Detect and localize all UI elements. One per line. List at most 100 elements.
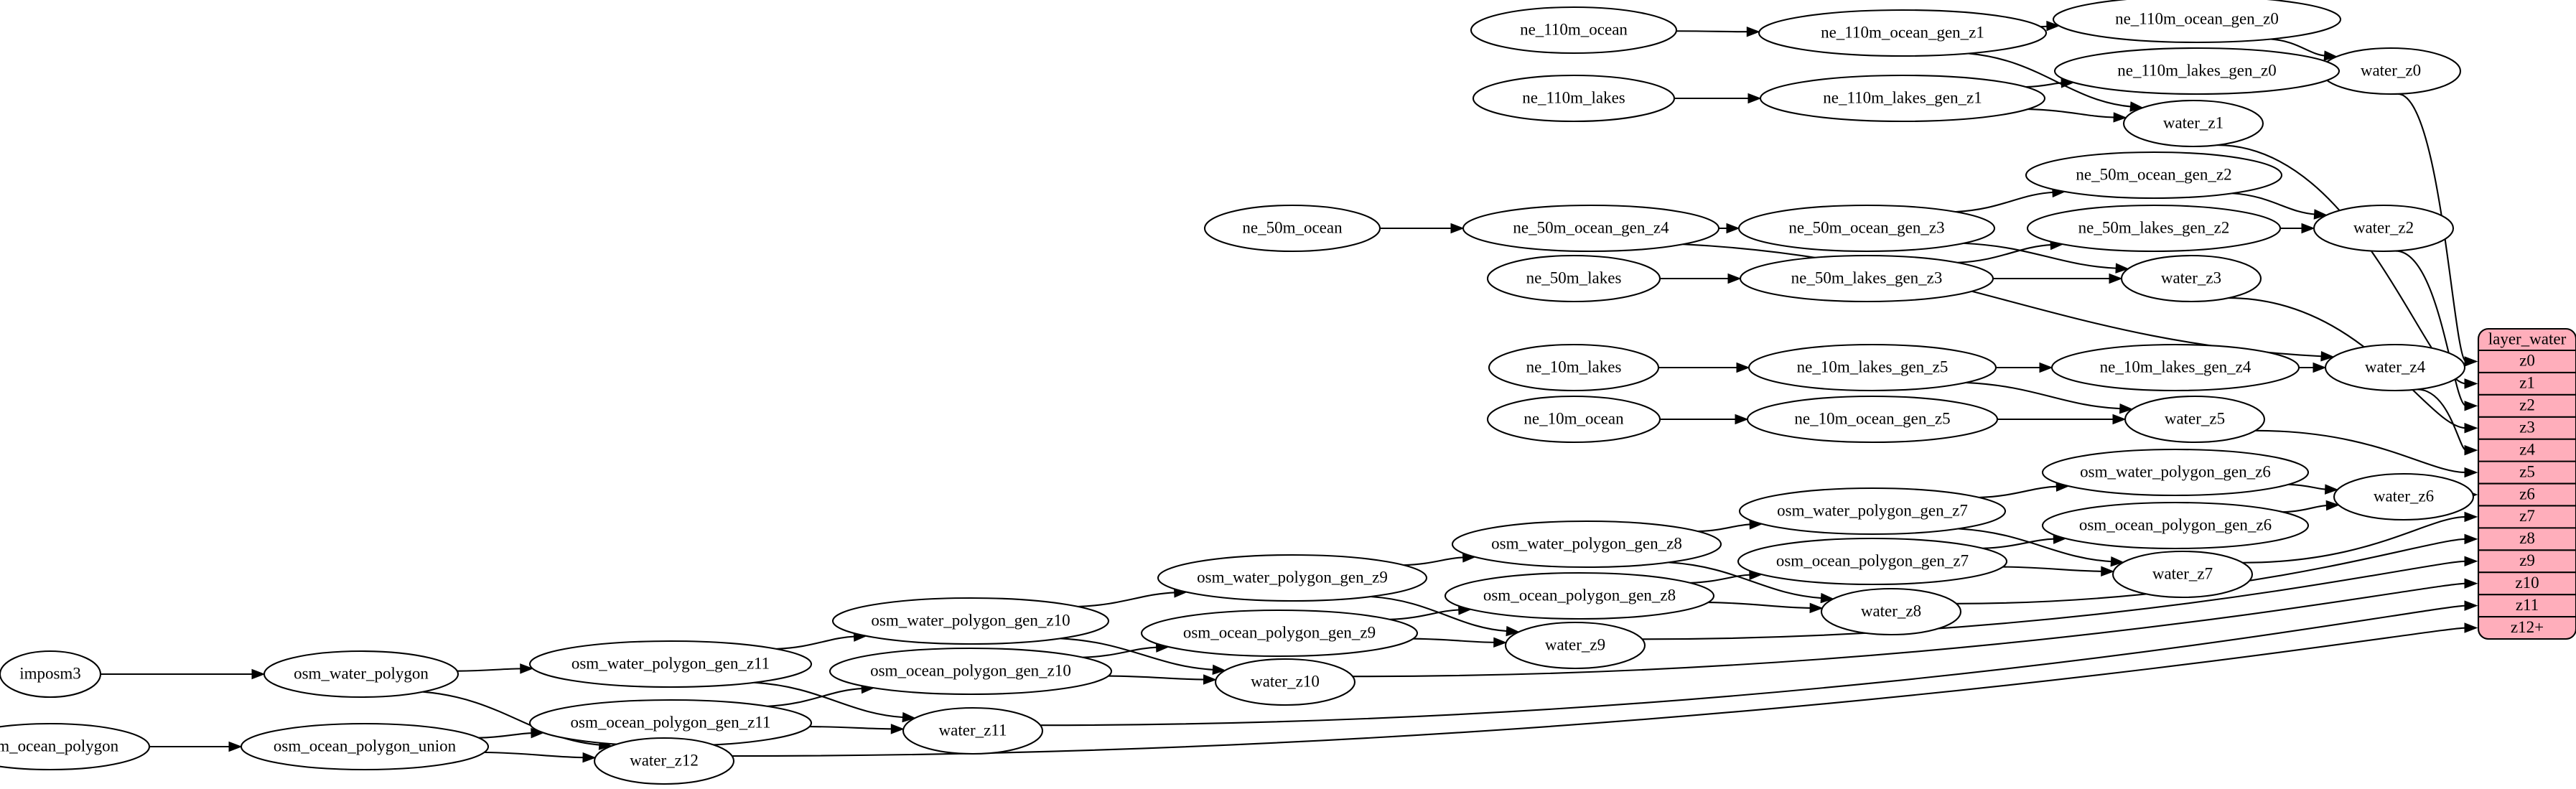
node-ne_10m_lakes_gen_z5[interactable]: ne_10m_lakes_gen_z5 bbox=[1747, 343, 1997, 392]
node-water_z9[interactable]: water_z9 bbox=[1504, 621, 1646, 670]
node-osm_ocean_polygon_gen_z8[interactable]: osm_ocean_polygon_gen_z8 bbox=[1444, 571, 1715, 620]
node-shape-water_z11[interactable] bbox=[902, 706, 1044, 755]
node-osm_ocean_polygon_gen_z7[interactable]: osm_ocean_polygon_gen_z7 bbox=[1737, 537, 2008, 586]
node-shape-ne_110m_ocean_gen_z1[interactable] bbox=[1758, 9, 2048, 57]
arrowhead-water_z2-to-layer_water-z2 bbox=[2464, 401, 2478, 411]
node-osm_ocean_polygon_union[interactable]: osm_ocean_polygon_union bbox=[240, 722, 490, 771]
edge-osm_ocean_polygon_gen_z10-to-water_z10 bbox=[1108, 675, 1205, 681]
node-ne_10m_ocean[interactable]: ne_10m_ocean bbox=[1486, 395, 1661, 444]
node-shape-ne_10m_ocean_gen_z5[interactable] bbox=[1746, 395, 1999, 444]
node-shape-water_z12[interactable] bbox=[593, 737, 735, 785]
node-shape-ne_110m_lakes[interactable] bbox=[1472, 74, 1676, 123]
node-shape-ne_50m_ocean_gen_z3[interactable] bbox=[1737, 204, 1996, 253]
node-shape-water_z2[interactable] bbox=[2313, 204, 2455, 253]
node-shape-ne_110m_ocean[interactable] bbox=[1470, 6, 1678, 55]
node-shape-ne_10m_lakes[interactable] bbox=[1488, 343, 1660, 392]
node-ne_110m_lakes[interactable]: ne_110m_lakes bbox=[1472, 74, 1676, 123]
node-water_z3[interactable]: water_z3 bbox=[2120, 254, 2262, 303]
node-shape-water_z10[interactable] bbox=[1214, 658, 1356, 706]
node-shape-water_z9[interactable] bbox=[1504, 621, 1646, 670]
node-ne_10m_lakes_gen_z4[interactable]: ne_10m_lakes_gen_z4 bbox=[2050, 343, 2300, 392]
node-water_z8[interactable]: water_z8 bbox=[1820, 587, 1962, 636]
node-shape-water_z6[interactable] bbox=[2333, 472, 2475, 521]
node-water_z4[interactable]: water_z4 bbox=[2324, 343, 2466, 392]
node-shape-water_z0[interactable] bbox=[2320, 47, 2462, 95]
node-shape-ne_110m_lakes_gen_z0[interactable] bbox=[2053, 47, 2341, 95]
edge-osm_ocean_polygon_gen_z10-to-osm_ocean_polygon_gen_z9 bbox=[1083, 646, 1158, 658]
node-water_z7[interactable]: water_z7 bbox=[2111, 550, 2254, 599]
node-ne_110m_ocean[interactable]: ne_110m_ocean bbox=[1470, 6, 1678, 55]
node-shape-ne_10m_ocean[interactable] bbox=[1486, 395, 1661, 444]
node-water_z2[interactable]: water_z2 bbox=[2313, 204, 2455, 253]
node-osm_water_polygon_gen_z9[interactable]: osm_water_polygon_gen_z9 bbox=[1157, 554, 1428, 602]
node-shape-ne_50m_lakes[interactable] bbox=[1486, 254, 1661, 303]
node-water_z0[interactable]: water_z0 bbox=[2320, 47, 2462, 95]
node-ne_50m_lakes_gen_z3[interactable]: ne_50m_lakes_gen_z3 bbox=[1739, 254, 1994, 303]
node-shape-imposm3[interactable] bbox=[0, 650, 102, 699]
node-ne_50m_ocean_gen_z2[interactable]: ne_50m_ocean_gen_z2 bbox=[2025, 151, 2283, 200]
node-osm_ocean_polygon_gen_z10[interactable]: osm_ocean_polygon_gen_z10 bbox=[829, 647, 1113, 696]
node-shape-ne_10m_lakes_gen_z4[interactable] bbox=[2050, 343, 2300, 392]
node-osm_water_polygon_gen_z8[interactable]: osm_water_polygon_gen_z8 bbox=[1451, 520, 1722, 569]
node-shape-osm_water_polygon_gen_z11[interactable] bbox=[528, 640, 813, 688]
node-water_z5[interactable]: water_z5 bbox=[2124, 395, 2266, 444]
node-shape-osm_ocean_polygon_gen_z8[interactable] bbox=[1444, 571, 1715, 620]
node-shape-osm_water_polygon_gen_z7[interactable] bbox=[1738, 487, 2007, 536]
node-shape-water_z5[interactable] bbox=[2124, 395, 2266, 444]
node-ne_50m_lakes[interactable]: ne_50m_lakes bbox=[1486, 254, 1661, 303]
node-shape-ne_10m_lakes_gen_z5[interactable] bbox=[1747, 343, 1997, 392]
node-shape-ne_50m_ocean_gen_z2[interactable] bbox=[2025, 151, 2283, 200]
node-water_z11[interactable]: water_z11 bbox=[902, 706, 1044, 755]
node-osm_ocean_polygon[interactable]: osm_ocean_polygon bbox=[0, 722, 151, 771]
node-shape-osm_water_polygon_gen_z6[interactable] bbox=[2041, 448, 2310, 497]
node-shape-osm_water_polygon[interactable] bbox=[263, 650, 459, 699]
node-ne_50m_lakes_gen_z2[interactable]: ne_50m_lakes_gen_z2 bbox=[2026, 204, 2282, 253]
node-ne_110m_lakes_gen_z1[interactable]: ne_110m_lakes_gen_z1 bbox=[1759, 74, 2046, 123]
node-osm_water_polygon_gen_z10[interactable]: osm_water_polygon_gen_z10 bbox=[831, 597, 1110, 645]
arrowhead-osm_ocean_polygon_gen_z6-to-water_z6 bbox=[2325, 500, 2340, 511]
node-osm_water_polygon_gen_z7[interactable]: osm_water_polygon_gen_z7 bbox=[1738, 487, 2007, 536]
node-shape-osm_ocean_polygon[interactable] bbox=[0, 722, 151, 771]
node-shape-osm_water_polygon_gen_z8[interactable] bbox=[1451, 520, 1722, 569]
node-shape-osm_ocean_polygon_gen_z7[interactable] bbox=[1737, 537, 2008, 586]
edge-water_z10-to-layer_water-z10 bbox=[1353, 582, 2467, 678]
node-imposm3[interactable]: imposm3 bbox=[0, 650, 102, 699]
edge-osm_ocean_polygon_gen_z8-to-water_z8 bbox=[1708, 602, 1812, 609]
node-ne_50m_ocean_gen_z3[interactable]: ne_50m_ocean_gen_z3 bbox=[1737, 204, 1996, 253]
node-shape-osm_ocean_polygon_gen_z6[interactable] bbox=[2041, 501, 2310, 550]
node-shape-water_z4[interactable] bbox=[2324, 343, 2466, 392]
node-shape-ne_50m_lakes_gen_z2[interactable] bbox=[2026, 204, 2282, 253]
node-osm_water_polygon_gen_z6[interactable]: osm_water_polygon_gen_z6 bbox=[2041, 448, 2310, 497]
node-osm_water_polygon[interactable]: osm_water_polygon bbox=[263, 650, 459, 699]
node-ne_110m_ocean_gen_z1[interactable]: ne_110m_ocean_gen_z1 bbox=[1758, 9, 2048, 57]
node-shape-osm_ocean_polygon_union[interactable] bbox=[240, 722, 490, 771]
node-shape-osm_ocean_polygon_gen_z9[interactable] bbox=[1140, 609, 1419, 658]
node-shape-ne_110m_lakes_gen_z1[interactable] bbox=[1759, 74, 2046, 123]
node-shape-ne_50m_lakes_gen_z3[interactable] bbox=[1739, 254, 1994, 303]
node-osm_water_polygon_gen_z11[interactable]: osm_water_polygon_gen_z11 bbox=[528, 640, 813, 688]
node-shape-water_z3[interactable] bbox=[2120, 254, 2262, 303]
node-shape-osm_water_polygon_gen_z10[interactable] bbox=[831, 597, 1110, 645]
node-shape-osm_water_polygon_gen_z9[interactable] bbox=[1157, 554, 1428, 602]
node-shape-water_z8[interactable] bbox=[1820, 587, 1962, 636]
node-ne_10m_lakes[interactable]: ne_10m_lakes bbox=[1488, 343, 1660, 392]
node-ne_10m_ocean_gen_z5[interactable]: ne_10m_ocean_gen_z5 bbox=[1746, 395, 1999, 444]
node-ne_110m_ocean_gen_z0[interactable]: ne_110m_ocean_gen_z0 bbox=[2053, 0, 2341, 44]
node-osm_ocean_polygon_gen_z9[interactable]: osm_ocean_polygon_gen_z9 bbox=[1140, 609, 1419, 658]
node-ne_110m_lakes_gen_z0[interactable]: ne_110m_lakes_gen_z0 bbox=[2053, 47, 2341, 95]
node-shape-ne_50m_ocean_gen_z4[interactable] bbox=[1462, 204, 1720, 253]
node-shape-ne_110m_ocean_gen_z0[interactable] bbox=[2053, 0, 2341, 44]
node-osm_ocean_polygon_gen_z6[interactable]: osm_ocean_polygon_gen_z6 bbox=[2041, 501, 2310, 550]
node-shape-osm_ocean_polygon_gen_z10[interactable] bbox=[829, 647, 1113, 696]
node-ne_50m_ocean[interactable]: ne_50m_ocean bbox=[1203, 204, 1381, 253]
node-water_z12[interactable]: water_z12 bbox=[593, 737, 735, 785]
node-shape-water_z1[interactable] bbox=[2122, 99, 2264, 148]
arrowhead-ne_110m_ocean-to-ne_110m_ocean_gen_z1 bbox=[1746, 26, 1760, 37]
node-water_z6[interactable]: water_z6 bbox=[2333, 472, 2475, 521]
node-shape-water_z7[interactable] bbox=[2111, 550, 2254, 599]
node-shape-ne_50m_ocean[interactable] bbox=[1203, 204, 1381, 253]
node-water_z10[interactable]: water_z10 bbox=[1214, 658, 1356, 706]
edge-osm_water_polygon_gen_z9-to-osm_water_polygon_gen_z8 bbox=[1404, 556, 1465, 566]
node-water_z1[interactable]: water_z1 bbox=[2122, 99, 2264, 148]
node-ne_50m_ocean_gen_z4[interactable]: ne_50m_ocean_gen_z4 bbox=[1462, 204, 1720, 253]
